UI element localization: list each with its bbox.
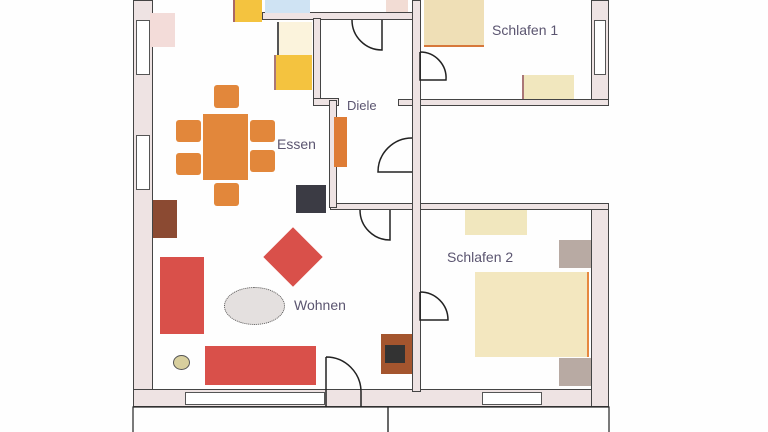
door-schlafen1 xyxy=(419,51,447,81)
door-wohnen-diele xyxy=(359,209,391,241)
floor-lamp xyxy=(173,355,190,370)
sofa-bottom xyxy=(205,346,316,385)
nightstand-schlafen2-top xyxy=(559,240,591,268)
cream-cabinet xyxy=(277,22,312,55)
dining-table xyxy=(203,114,248,180)
window-left-1 xyxy=(136,20,150,75)
nightstand-schlafen1 xyxy=(522,75,574,99)
chair xyxy=(250,120,275,142)
room-label-diele: Diele xyxy=(347,98,377,113)
window-right xyxy=(594,20,606,75)
wall-essen-diele-corner xyxy=(313,98,339,106)
sofa-left xyxy=(160,257,204,334)
room-label-essen: Essen xyxy=(277,136,316,152)
coffee-table xyxy=(224,287,285,325)
window-left-2 xyxy=(136,135,150,190)
balcony-right xyxy=(387,406,610,432)
brown-cabinet xyxy=(153,200,177,238)
window-bottom-2 xyxy=(482,392,542,405)
dark-stove xyxy=(296,185,326,213)
bed-schlafen1 xyxy=(424,0,484,47)
door-entrance xyxy=(325,356,362,407)
yellow-cabinet xyxy=(274,55,312,90)
wall-schlafen1-bottom xyxy=(398,99,609,106)
blue-fixture xyxy=(265,0,310,13)
door-diele-essen xyxy=(377,137,413,173)
door-diele-top xyxy=(351,19,383,51)
chair xyxy=(214,183,239,206)
chair xyxy=(176,153,201,175)
chair xyxy=(250,150,275,172)
chair xyxy=(176,120,201,142)
diele-wardrobe xyxy=(334,117,347,167)
cabinet-top-yellow xyxy=(233,0,262,22)
nightstand-schlafen2-bottom xyxy=(559,358,591,386)
fireplace-inner xyxy=(385,345,405,363)
dresser-schlafen2 xyxy=(465,210,527,235)
pink-shelf xyxy=(150,13,175,47)
wall-center xyxy=(412,0,421,392)
room-label-schlafen2: Schlafen 2 xyxy=(447,249,514,265)
window-bottom-1 xyxy=(185,392,325,405)
chair xyxy=(214,85,239,108)
room-label-schlafen1: Schlafen 1 xyxy=(492,22,559,38)
door-schlafen2 xyxy=(419,291,449,321)
room-label-wohnen: Wohnen xyxy=(294,297,346,313)
bed-schlafen2 xyxy=(475,272,589,357)
balcony-left xyxy=(132,406,389,432)
pink-fixture-top xyxy=(386,0,408,12)
